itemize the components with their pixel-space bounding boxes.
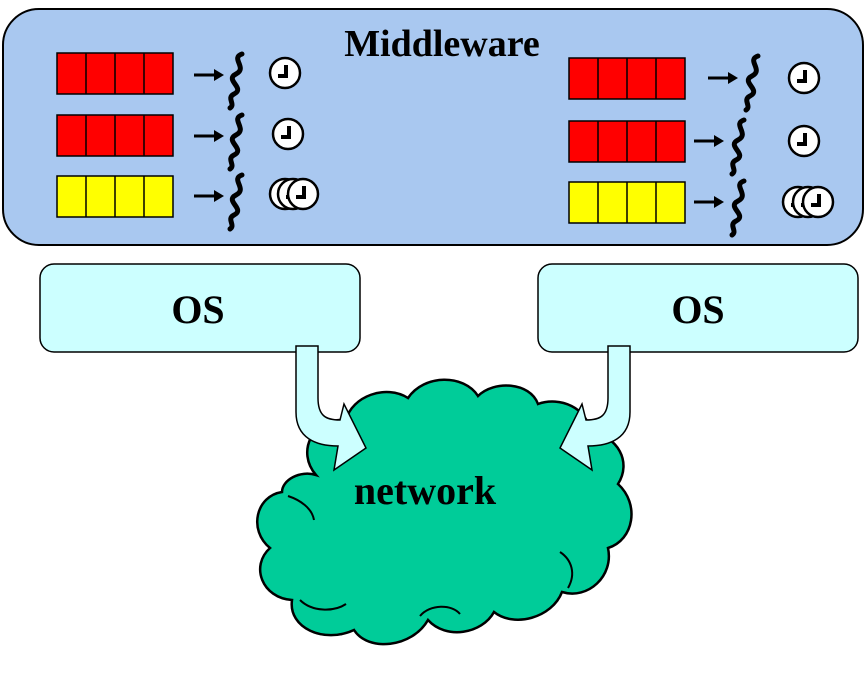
queue-row bbox=[568, 120, 686, 163]
queue-row bbox=[568, 57, 686, 100]
middleware-label: Middleware bbox=[344, 23, 540, 65]
queue-row bbox=[568, 181, 686, 224]
os-box-left bbox=[39, 263, 361, 353]
os-to-network-arrow-left bbox=[295, 345, 367, 472]
clock-icon bbox=[271, 117, 305, 151]
network-label: network bbox=[354, 468, 497, 513]
queue-row bbox=[56, 52, 174, 95]
queue-row bbox=[56, 175, 174, 218]
clock-icon bbox=[787, 124, 821, 158]
os-label-left: OS bbox=[171, 287, 224, 332]
right-processes bbox=[568, 56, 835, 235]
left-processes bbox=[56, 52, 320, 229]
clock-stack-icon bbox=[268, 177, 320, 211]
clock-icon bbox=[787, 61, 821, 95]
os-to-network-arrow-right bbox=[559, 345, 631, 472]
clock-icon bbox=[268, 56, 302, 90]
os-box-right bbox=[537, 263, 859, 353]
queue-row bbox=[56, 114, 174, 157]
clock-stack-icon bbox=[781, 185, 835, 219]
os-label-right: OS bbox=[671, 287, 724, 332]
